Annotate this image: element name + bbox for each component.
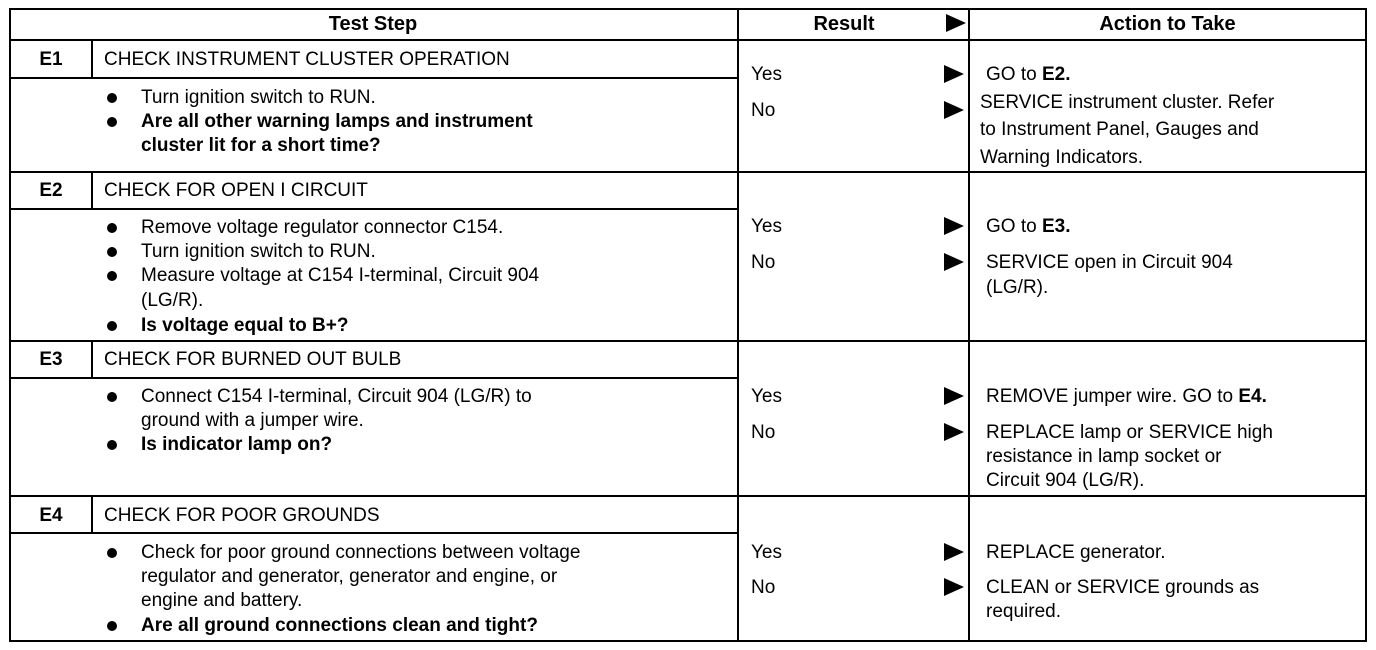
border-right	[1365, 8, 1367, 642]
instruction-text: ground with a jumper wire.	[141, 410, 364, 431]
step-id: E4	[39, 505, 63, 526]
instruction-text: Turn ignition switch to RUN.	[141, 87, 376, 108]
action-text: required.	[986, 601, 1061, 622]
step-id: E1	[39, 49, 63, 70]
result-yes: Yes	[751, 216, 782, 237]
row-separator	[9, 171, 1367, 173]
bullet-icon	[107, 247, 117, 257]
action-text: SERVICE instrument cluster. Refer	[980, 92, 1275, 113]
header-rule	[9, 39, 1367, 41]
check-question: Are all ground connections clean and tig…	[141, 615, 538, 636]
action-text: CLEAN or SERVICE grounds as	[986, 577, 1260, 598]
row-separator	[9, 495, 1367, 497]
instruction-text: Measure voltage at C154 I-terminal, Circ…	[141, 265, 540, 286]
step-title: CHECK FOR OPEN I CIRCUIT	[104, 180, 368, 201]
instruction-text: (LG/R).	[141, 290, 204, 311]
arrow-right-icon	[944, 65, 964, 83]
step-id-divider	[91, 172, 93, 208]
step-id-divider	[91, 41, 93, 77]
result-yes: Yes	[751, 64, 782, 85]
result-no: No	[751, 100, 776, 121]
check-question: cluster lit for a short time?	[141, 135, 381, 156]
instruction-text: Connect C154 I-terminal, Circuit 904 (LG…	[141, 386, 532, 407]
divider-result	[737, 8, 739, 642]
divider-action	[968, 8, 970, 642]
action-text: resistance in lamp socket or	[986, 446, 1222, 467]
arrow-right-icon	[944, 543, 964, 561]
title-rule	[9, 77, 737, 79]
action-text: SERVICE open in Circuit 904	[986, 252, 1233, 273]
step-title: CHECK FOR POOR GROUNDS	[104, 505, 380, 526]
instruction-text: engine and battery.	[141, 590, 303, 611]
check-question: Is indicator lamp on?	[141, 434, 333, 455]
title-rule	[9, 377, 737, 379]
border-bottom	[9, 640, 1367, 642]
bullet-icon	[107, 93, 117, 103]
instruction-text: Check for poor ground connections betwee…	[141, 542, 581, 563]
action-text: REPLACE lamp or SERVICE high	[986, 422, 1273, 443]
result-no: No	[751, 252, 776, 273]
border-top	[9, 8, 1367, 10]
arrow-right-icon	[944, 423, 964, 441]
check-question: Is voltage equal to B+?	[141, 315, 349, 336]
bullet-icon	[107, 440, 117, 450]
result-no: No	[751, 422, 776, 443]
step-reference: E2.	[1041, 64, 1071, 85]
action-text: REPLACE generator.	[986, 542, 1166, 563]
instruction-text: regulator and generator, generator and e…	[141, 566, 558, 587]
instruction-text: Remove voltage regulator connector C154.	[141, 217, 504, 238]
border-left	[9, 8, 11, 642]
bullet-icon	[107, 392, 117, 402]
bullet-icon	[107, 271, 117, 281]
bullet-icon	[107, 117, 117, 127]
action-text: Circuit 904 (LG/R).	[986, 470, 1145, 491]
bullet-icon	[107, 548, 117, 558]
step-title: CHECK FOR BURNED OUT BULB	[104, 349, 402, 370]
arrow-right-icon	[944, 253, 964, 271]
step-id: E2	[39, 180, 63, 201]
arrow-right-icon	[944, 217, 964, 235]
result-no: No	[751, 577, 776, 598]
step-reference: E4.	[1238, 386, 1267, 407]
instruction-text: Turn ignition switch to RUN.	[141, 241, 376, 262]
action-text: (LG/R).	[986, 277, 1049, 298]
action-text: GO to E3.	[986, 216, 1071, 237]
action-text: GO to E2.	[986, 64, 1071, 85]
title-rule	[9, 532, 737, 534]
arrow-right-icon	[944, 578, 964, 596]
result-yes: Yes	[751, 542, 782, 563]
bullet-icon	[107, 223, 117, 233]
step-id: E3	[39, 349, 63, 370]
header-test-step: Test Step	[328, 13, 418, 35]
step-id-divider	[91, 496, 93, 532]
action-text: REMOVE jumper wire. GO to E4.	[986, 386, 1267, 407]
check-question: Are all other warning lamps and instrume…	[141, 111, 533, 132]
header-action: Action to Take	[1099, 13, 1236, 35]
result-yes: Yes	[751, 386, 782, 407]
step-reference: E3.	[1041, 216, 1071, 237]
bullet-icon	[107, 621, 117, 631]
row-separator	[9, 340, 1367, 342]
action-text: Warning Indicators.	[980, 147, 1143, 168]
header-arrow-icon	[946, 14, 966, 32]
bullet-icon	[107, 321, 117, 331]
step-id-divider	[91, 341, 93, 377]
title-rule	[9, 208, 737, 210]
arrow-right-icon	[944, 387, 964, 405]
step-title: CHECK INSTRUMENT CLUSTER OPERATION	[104, 49, 510, 70]
arrow-right-icon	[944, 101, 964, 119]
header-result: Result	[813, 13, 875, 35]
action-text: to Instrument Panel, Gauges and	[980, 119, 1259, 140]
